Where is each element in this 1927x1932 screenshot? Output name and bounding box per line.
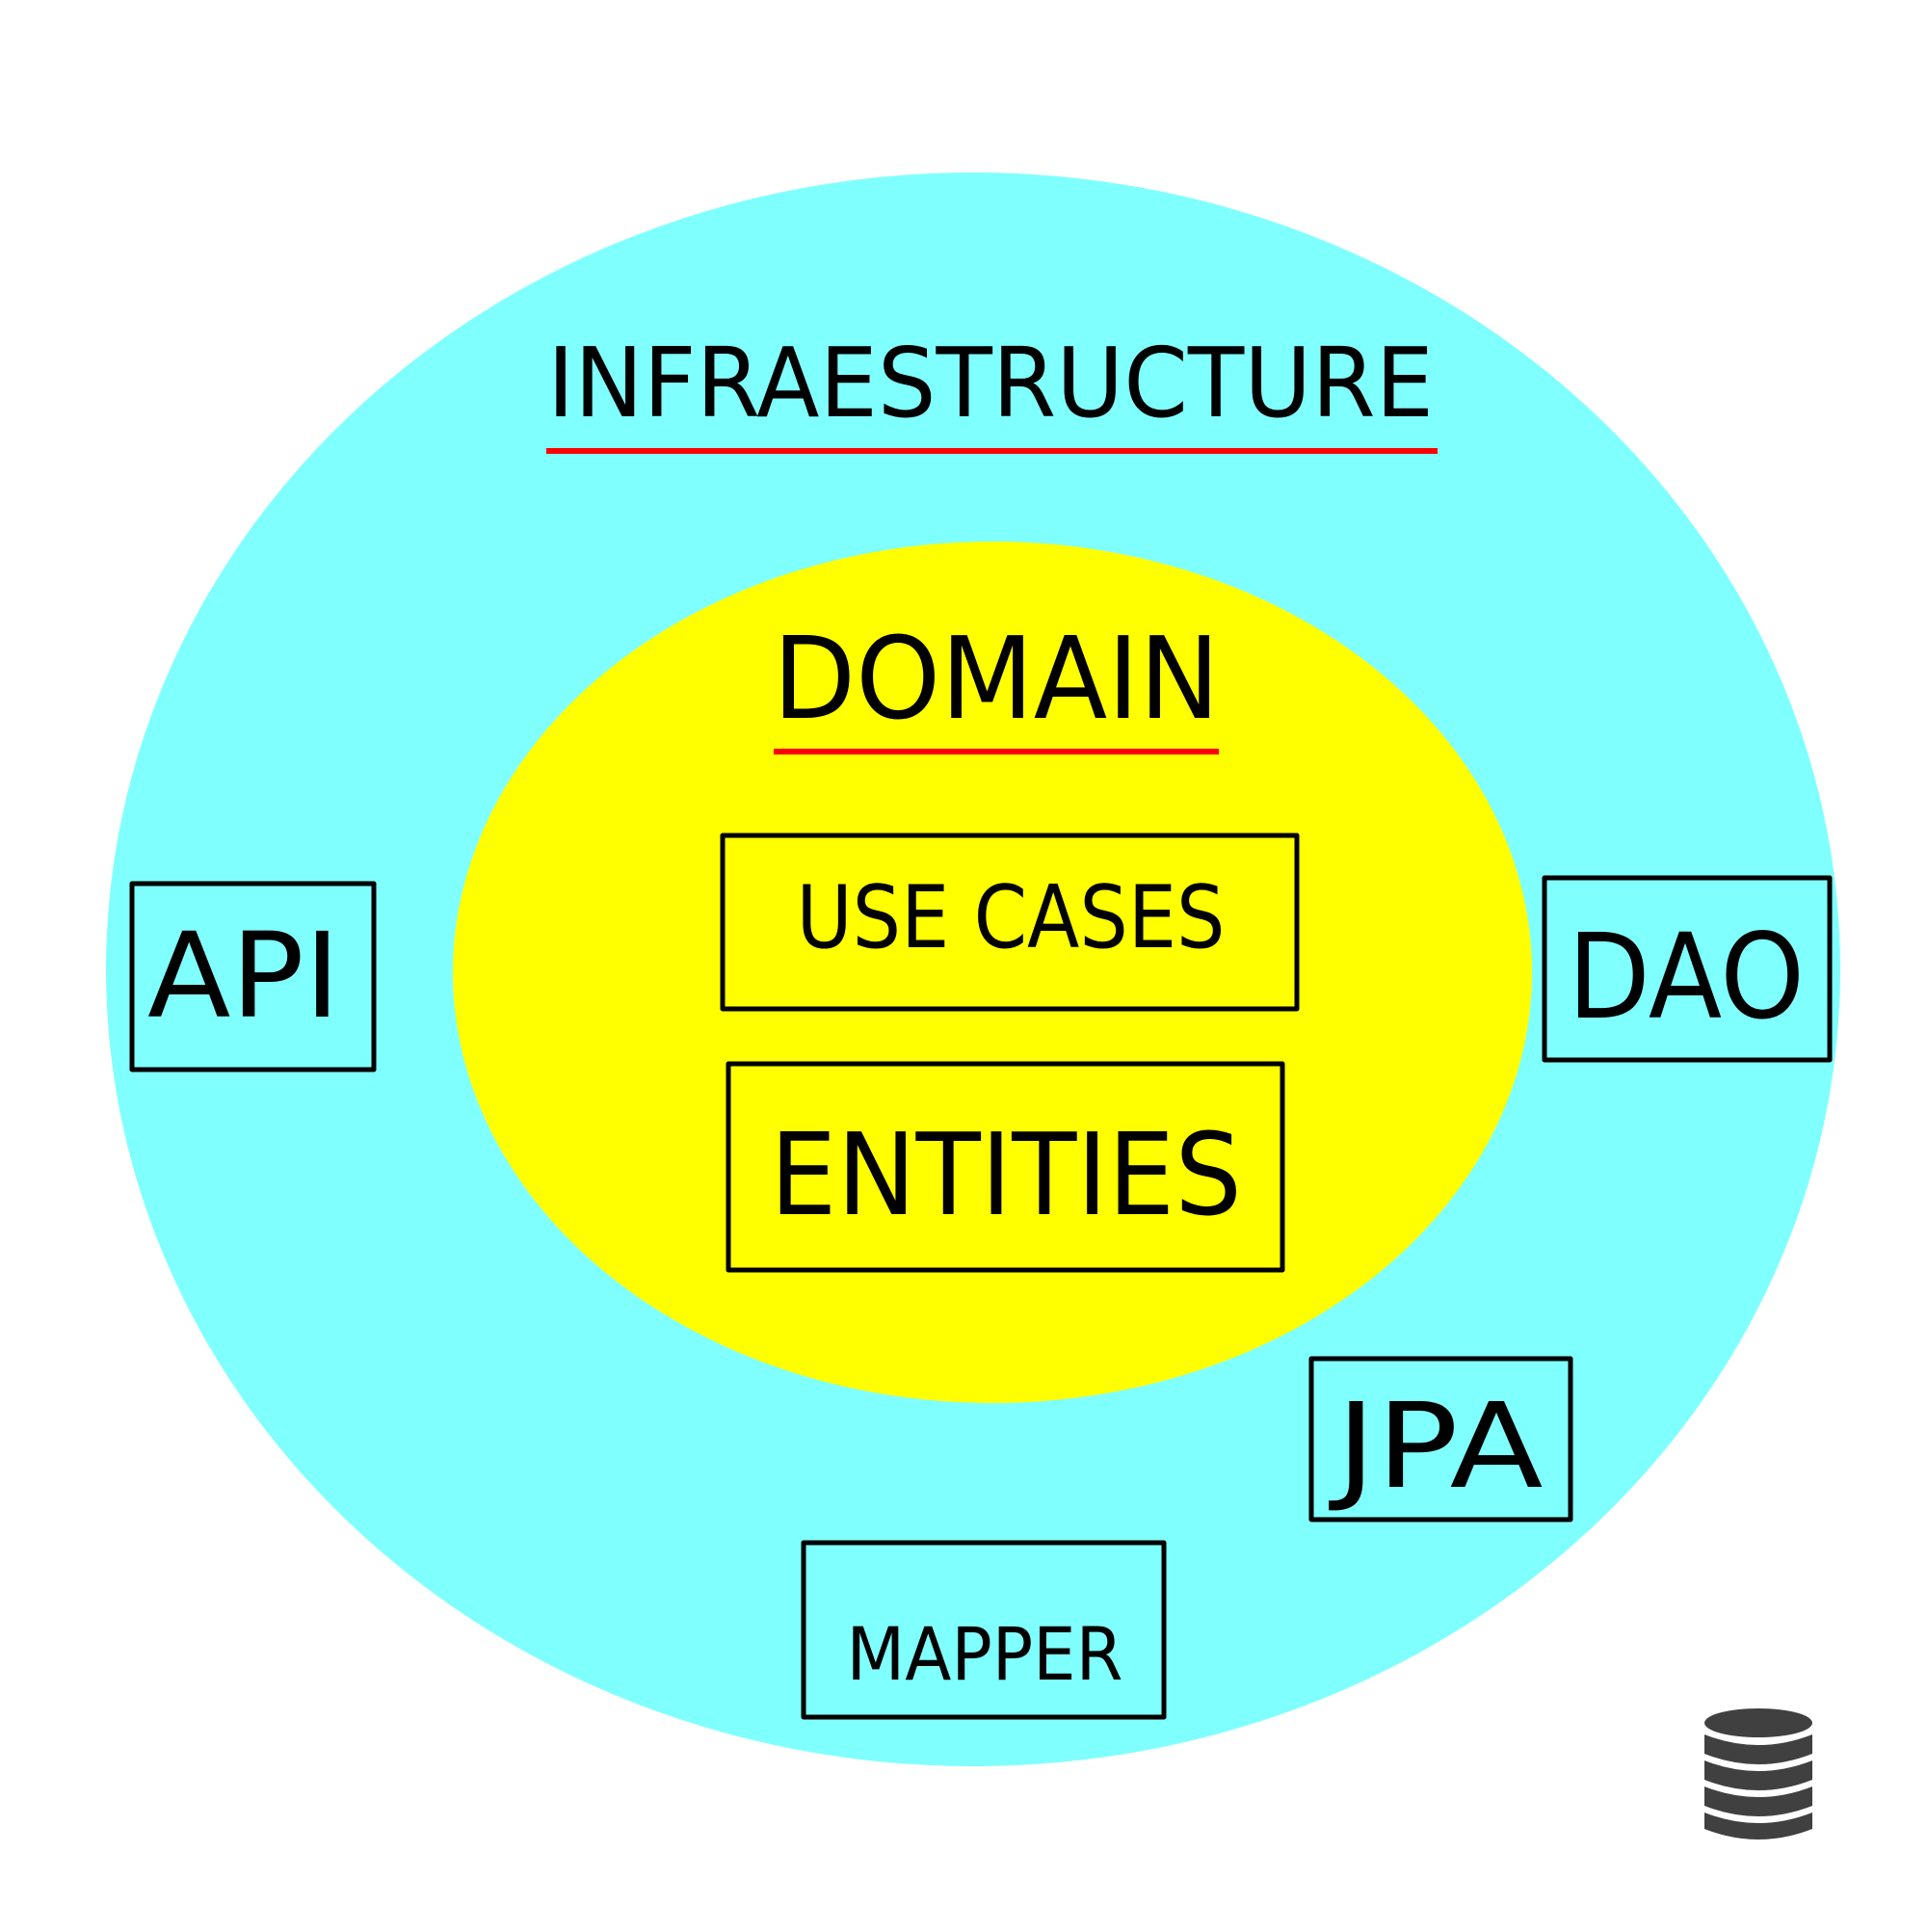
entities-box: ENTITIES <box>726 1061 1285 1273</box>
use-cases-box: USE CASES <box>720 833 1300 1012</box>
database-icon <box>1704 1708 1812 1839</box>
infrastructure-title: INFRAESTRUCTURE <box>547 327 1434 439</box>
use-cases-label: USE CASES <box>797 867 1226 968</box>
mapper-box: MAPPER <box>801 1540 1167 1720</box>
dao-box-border <box>1542 875 1833 1063</box>
domain-title: DOMAIN <box>773 612 1220 745</box>
dao-label: DAO <box>1568 909 1805 1045</box>
jpa-box: JPA <box>1308 1356 1573 1522</box>
api-label: API <box>147 908 340 1045</box>
mapper-label: MAPPER <box>847 1611 1123 1697</box>
mapper-box-border <box>801 1540 1167 1720</box>
entities-box-border <box>726 1061 1285 1273</box>
dao-box: DAO <box>1542 875 1833 1063</box>
api-box-border <box>129 881 377 1072</box>
jpa-box-border <box>1308 1356 1573 1522</box>
use-cases-box-border <box>720 833 1300 1012</box>
entities-label: ENTITIES <box>770 1108 1242 1241</box>
jpa-label: JPA <box>1328 1378 1543 1515</box>
domain-layer <box>453 542 1532 1403</box>
api-box: API <box>129 881 377 1072</box>
